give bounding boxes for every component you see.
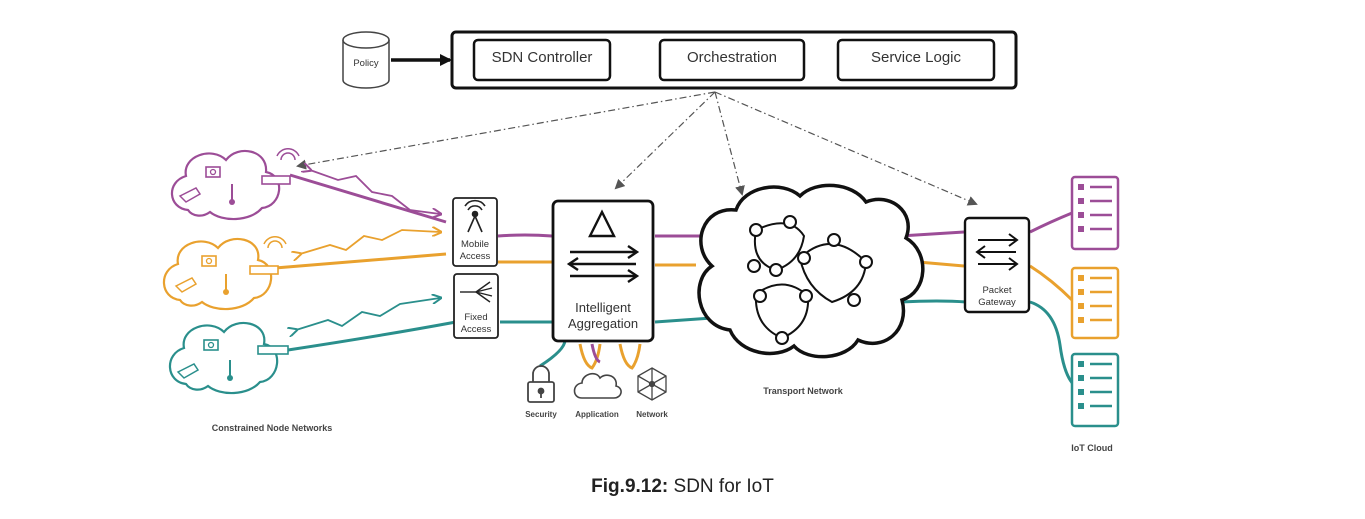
fixed-access-label-2: Access xyxy=(461,324,492,335)
purple-node-cloud-icon xyxy=(170,148,300,221)
aggregation-box xyxy=(551,199,655,343)
service-logic-label: Service Logic xyxy=(871,49,962,66)
network-label: Network xyxy=(636,410,668,419)
mobile-access-box xyxy=(452,197,498,267)
fixed-access-box xyxy=(453,273,499,339)
orange-node-cloud-icon xyxy=(162,236,287,311)
fiber-split-icon xyxy=(460,281,493,303)
application-label: Application xyxy=(575,410,619,419)
teal-server-icon xyxy=(1070,352,1120,428)
transport-cloud-icon xyxy=(697,183,925,359)
control-arrows xyxy=(296,91,978,206)
data-lines xyxy=(274,173,1076,387)
caption-prefix: Fig.9.12: xyxy=(591,476,669,497)
triangle-icon xyxy=(588,209,616,238)
fixed-access-label-1: Fixed xyxy=(464,312,487,323)
packet-gateway-label-1: Packet xyxy=(982,285,1011,296)
orchestration-label: Orchestration xyxy=(687,49,777,66)
transport-network-label: Transport Network xyxy=(763,386,844,396)
security-label: Security xyxy=(525,410,557,419)
mobile-access-label-1: Mobile xyxy=(461,239,489,250)
orange-wireless-arrow xyxy=(300,230,440,254)
service-logic-box xyxy=(836,38,996,82)
teal-wireless-arrow xyxy=(296,298,440,330)
sdn-controller-label: SDN Controller xyxy=(492,49,593,66)
sdn-controller-box xyxy=(472,38,612,82)
packet-gateway-label-2: Gateway xyxy=(978,297,1016,308)
lock-icon xyxy=(527,365,555,403)
purple-server-icon xyxy=(1070,175,1120,251)
orange-server-icon xyxy=(1070,266,1120,340)
bidirectional-arrows-icon xyxy=(566,245,640,283)
policy-database-icon xyxy=(342,31,390,89)
cloud-app-icon xyxy=(573,372,622,399)
network-mesh-icon xyxy=(637,367,667,401)
teal-node-cloud-icon xyxy=(168,322,289,395)
mobile-access-label-2: Access xyxy=(460,251,491,262)
orchestration-box xyxy=(658,38,806,82)
caption-text: SDN for IoT xyxy=(668,476,774,497)
constrained-networks-label: Constrained Node Networks xyxy=(212,423,333,433)
aggregation-label-1: Intelligent xyxy=(575,300,631,315)
figure-caption: Fig.9.12: SDN for IoT xyxy=(0,476,1365,498)
purple-wireless-arrow xyxy=(310,170,440,214)
policy-label: Policy xyxy=(353,58,379,69)
aggregation-label-2: Aggregation xyxy=(568,316,638,331)
cell-tower-icon xyxy=(464,199,486,233)
iot-cloud-label: IoT Cloud xyxy=(1071,443,1113,453)
gateway-arrows-icon xyxy=(975,233,1019,271)
